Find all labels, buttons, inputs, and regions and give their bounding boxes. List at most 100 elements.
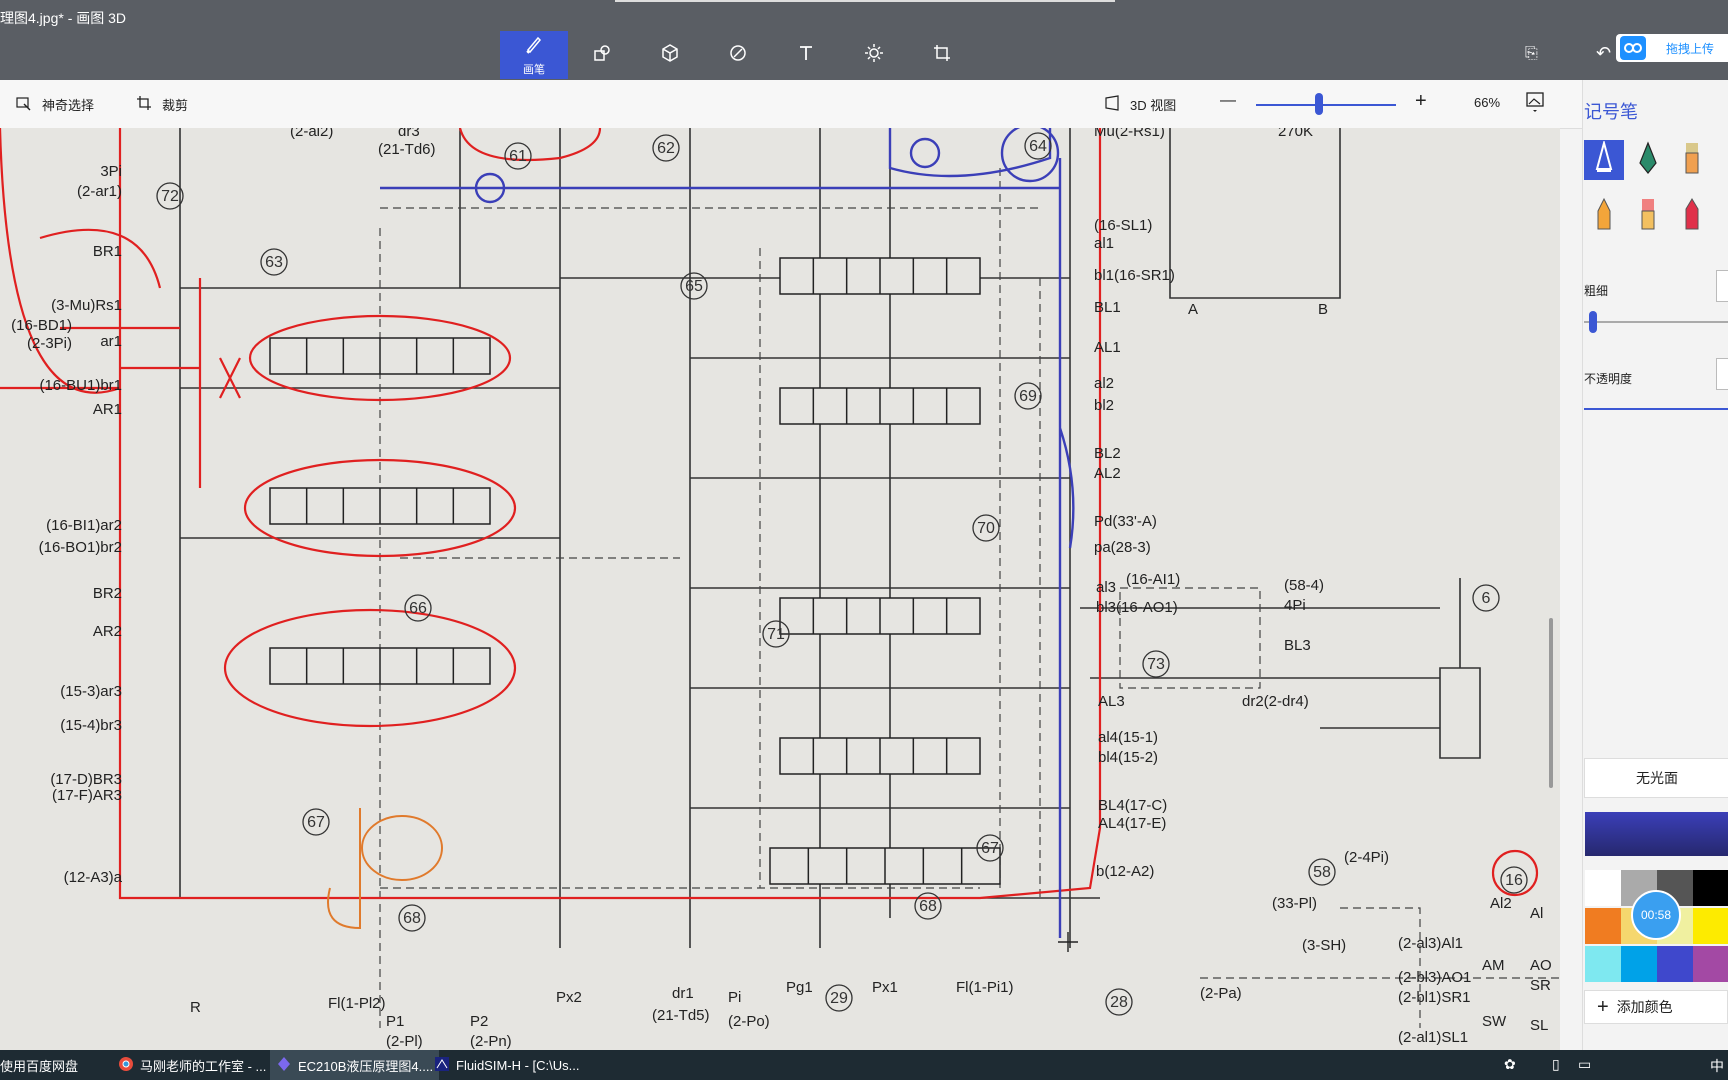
svg-text:67: 67 bbox=[307, 814, 325, 831]
schematic-label: AR1 bbox=[93, 401, 122, 418]
schematic-label: Al bbox=[1530, 905, 1543, 922]
circled-number: 6 bbox=[1472, 584, 1500, 612]
3d-view-button[interactable]: 3D 视图 bbox=[1104, 95, 1176, 114]
add-color-button[interactable]: + 添加颜色 bbox=[1584, 990, 1728, 1024]
usb-tray-icon[interactable]: ▯ bbox=[1552, 1056, 1560, 1072]
2d-shapes-icon bbox=[592, 43, 612, 68]
tool-canvas[interactable] bbox=[908, 31, 976, 79]
network-tray-icon[interactable]: ▭ bbox=[1578, 1056, 1592, 1072]
color-swatch[interactable] bbox=[1693, 908, 1728, 944]
color-swatch[interactable] bbox=[1585, 946, 1621, 982]
circled-number: 67 bbox=[302, 808, 330, 836]
circled-number: 63 bbox=[260, 248, 288, 276]
chrome-icon bbox=[118, 1056, 134, 1075]
taskbar-baidu[interactable]: 使用百度网盘 bbox=[0, 1050, 78, 1080]
schematic-label: al2 bbox=[1094, 375, 1114, 392]
schematic-label: (2-al2) bbox=[290, 128, 333, 140]
undo-icon[interactable]: ↶ bbox=[1596, 43, 1612, 63]
tool-2d-shapes[interactable] bbox=[568, 31, 636, 79]
ime-tray-icon[interactable]: 中 bbox=[1710, 1058, 1724, 1074]
schematic-label: b(12-A2) bbox=[1096, 863, 1154, 880]
schematic-label: bl4(15-2) bbox=[1098, 749, 1158, 766]
svg-text:68: 68 bbox=[403, 910, 421, 927]
schematic-label: (3-Mu)Rs1 bbox=[51, 297, 122, 314]
crop-button[interactable]: 裁剪 bbox=[136, 95, 188, 114]
pencil-brush[interactable] bbox=[1584, 196, 1624, 236]
schematic-label: BL3 bbox=[1284, 637, 1311, 654]
color-swatch[interactable] bbox=[1585, 870, 1621, 906]
schematic-label: ar1 bbox=[100, 333, 122, 350]
svg-text:64: 64 bbox=[1029, 138, 1047, 155]
spool-valve bbox=[779, 257, 981, 295]
schematic-label: (16-AI1) bbox=[1126, 571, 1180, 588]
spool-valve bbox=[269, 647, 491, 685]
magic-select-icon bbox=[16, 95, 32, 114]
circled-number: 72 bbox=[156, 182, 184, 210]
matte-finish-button[interactable]: 无光面 bbox=[1584, 758, 1728, 798]
circled-number: 16 bbox=[1500, 866, 1528, 894]
taskbar-paint3d[interactable]: EC210B液压原理图4.... bbox=[270, 1050, 440, 1080]
tool-brushes[interactable]: 画笔 bbox=[500, 31, 568, 79]
schematic-label: SW bbox=[1482, 1013, 1507, 1030]
recording-timer[interactable]: 00:58 bbox=[1631, 890, 1681, 940]
schematic-label: (2-Pn) bbox=[470, 1033, 512, 1050]
crayon-brush[interactable] bbox=[1672, 196, 1712, 236]
tool-text[interactable] bbox=[772, 31, 840, 79]
schematic-label: (2-al3)Al1 bbox=[1398, 935, 1463, 952]
schematic-label: AR2 bbox=[93, 623, 122, 640]
canvas-vertical-scrollbar[interactable] bbox=[1549, 618, 1553, 788]
taskbar-fluidsim[interactable]: FluidSIM-H - [C:\Us... bbox=[428, 1050, 586, 1080]
circled-number: 61 bbox=[504, 142, 532, 170]
zoom-in-button[interactable]: + bbox=[1415, 90, 1427, 112]
eraser-brush[interactable] bbox=[1628, 196, 1668, 236]
schematic-label: SR bbox=[1530, 977, 1551, 994]
schematic-label: Pg1 bbox=[786, 979, 813, 996]
zoom-slider-track[interactable] bbox=[1256, 104, 1396, 106]
image-view-button[interactable] bbox=[1526, 92, 1544, 117]
flower-tray-icon[interactable]: ✿ bbox=[1504, 1056, 1516, 1072]
color-swatch[interactable] bbox=[1657, 946, 1693, 982]
thickness-slider-thumb[interactable] bbox=[1589, 311, 1597, 333]
tool-stickers[interactable] bbox=[704, 31, 772, 79]
tool-brushes-label: 画笔 bbox=[523, 63, 545, 76]
selected-color-preview bbox=[1585, 812, 1728, 856]
schematic-label: (2-ar1) bbox=[77, 183, 122, 200]
zoom-slider-thumb[interactable] bbox=[1315, 93, 1323, 115]
oil-brush[interactable] bbox=[1672, 140, 1712, 180]
color-swatch[interactable] bbox=[1693, 870, 1728, 906]
thickness-input[interactable] bbox=[1716, 270, 1728, 302]
window-title: 理图4.jpg* - 画图 3D bbox=[0, 10, 127, 26]
paint3d-label: EC210B液压原理图4.... bbox=[298, 1058, 434, 1074]
schematic-label: Pd(33'-A) bbox=[1094, 513, 1157, 530]
3d-view-icon bbox=[1104, 95, 1120, 114]
zoom-out-button[interactable]: — bbox=[1220, 92, 1236, 109]
thickness-slider-track[interactable] bbox=[1584, 321, 1728, 323]
svg-text:16: 16 bbox=[1505, 872, 1523, 889]
taskbar-chrome[interactable]: 马刚老师的工作室 - ... bbox=[112, 1050, 272, 1080]
schematic-label: (16-BU1)br1 bbox=[39, 377, 122, 394]
magic-select-button[interactable]: 神奇选择 bbox=[16, 95, 94, 114]
schematic-label: BL1 bbox=[1094, 299, 1121, 316]
marker-brush[interactable] bbox=[1584, 138, 1624, 180]
tool-3d-shapes[interactable] bbox=[636, 31, 704, 79]
schematic-label: al3 bbox=[1096, 579, 1116, 596]
opacity-input[interactable] bbox=[1716, 358, 1728, 390]
spool-valve bbox=[269, 337, 491, 375]
schematic-label: 4Pi bbox=[1284, 597, 1306, 614]
schematic-label: (2-4Pi) bbox=[1344, 849, 1389, 866]
schematic-label: AL1 bbox=[1094, 339, 1121, 356]
schematic-label: (2-Pa) bbox=[1200, 985, 1242, 1002]
calligraphy-pen-brush[interactable] bbox=[1628, 140, 1668, 180]
opacity-slider-track[interactable] bbox=[1584, 408, 1728, 410]
schematic-label: Pi bbox=[728, 989, 741, 1006]
paste-icon[interactable]: ⎘ bbox=[1525, 45, 1538, 62]
crop-label: 裁剪 bbox=[162, 98, 189, 113]
color-swatch[interactable] bbox=[1621, 946, 1657, 982]
color-swatch[interactable] bbox=[1693, 946, 1728, 982]
zoom-percent[interactable]: 66% bbox=[1474, 95, 1501, 110]
cloud-upload-button[interactable]: 拖拽上传 bbox=[1616, 34, 1728, 62]
tool-effects[interactable] bbox=[840, 31, 908, 79]
color-swatch[interactable] bbox=[1585, 908, 1621, 944]
